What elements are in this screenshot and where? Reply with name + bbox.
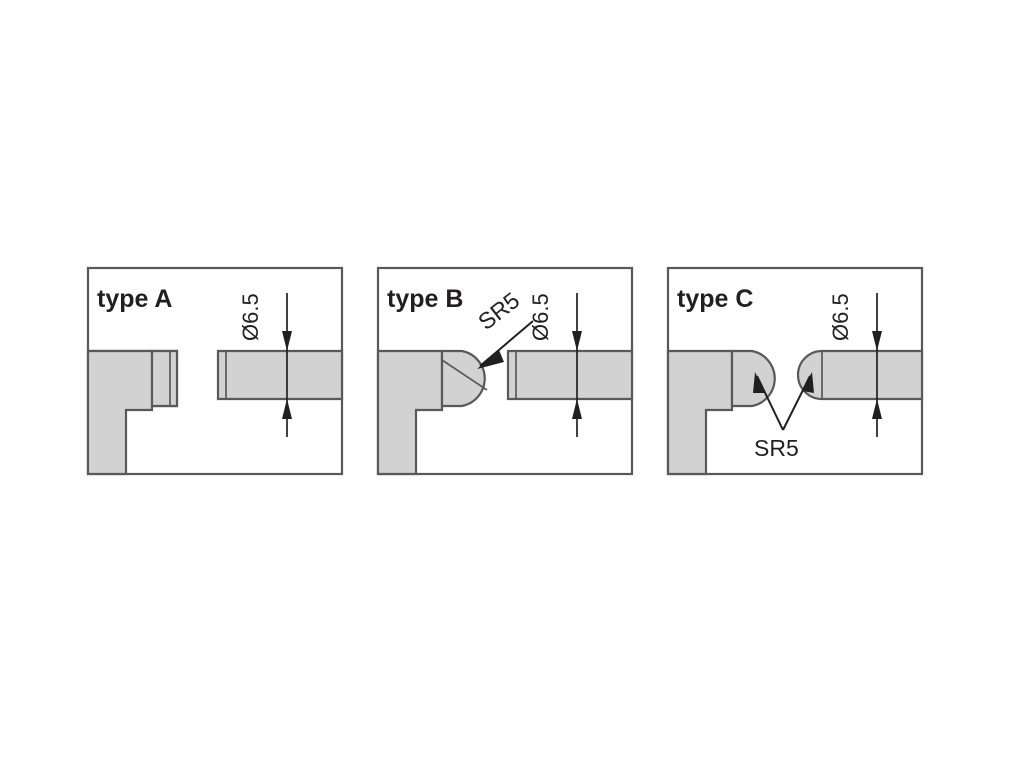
panel-b-sr5-leader-line [479,320,534,367]
panel-c-title: type C [677,285,753,313]
panel-b-arrow-bottom [572,399,582,419]
panel-b-block-ball-tip [440,349,486,408]
panel-c-sr5-label: SR5 [754,435,799,461]
panel-type-c: SR5 type C Ø6.5 [666,266,924,476]
panel-c-sr5-arrowhead-right [802,372,814,393]
panel-c-arrow-bottom [872,399,882,419]
panel-b-shaft [506,349,634,401]
panel-c-diameter-label: Ø6.5 [828,293,853,341]
panel-b-diameter-label: Ø6.5 [528,293,553,341]
panel-type-b: SR5 type B Ø6.5 [376,266,634,476]
panel-b-arrow-top [572,331,582,351]
panel-a-arrow-top [282,331,292,351]
panel-a-title: type A [97,285,172,313]
panel-b-sr5-arrowhead [477,350,504,369]
panel-c-shaft-ball-tip [796,349,924,401]
panel-b-tip-projection-line [441,359,488,391]
panel-a-shaft [216,349,344,401]
panel-a-block-protrusion [150,349,179,408]
panel-c-arrow-top [872,331,882,351]
panel-a-diameter-label: Ø6.5 [238,293,263,341]
panel-b-title: type B [387,285,463,313]
panel-type-a: type A Ø6.5 [86,266,344,476]
panel-c-sr5-leader-line-left [756,375,784,431]
panel-c-sr5-arrowhead-left [753,372,765,393]
panel-a-arrow-bottom [282,399,292,419]
